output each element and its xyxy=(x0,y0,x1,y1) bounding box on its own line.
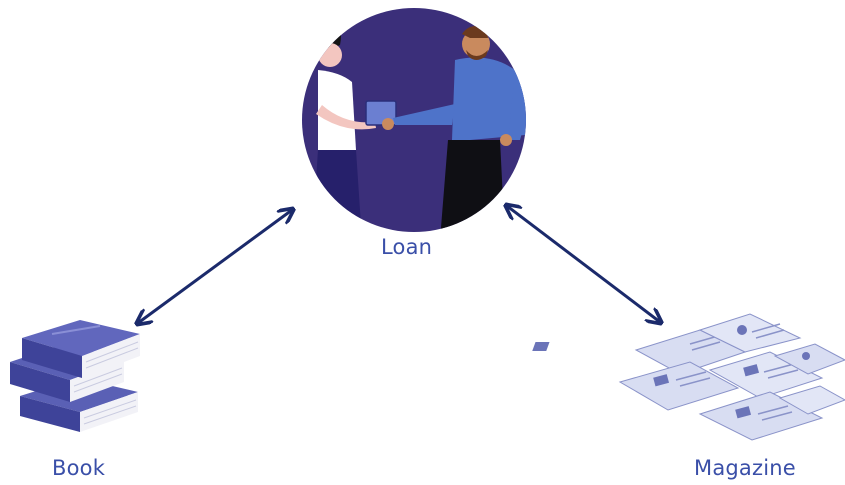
loan-handover-icon xyxy=(302,8,526,232)
magazine-pile-icon xyxy=(532,313,845,441)
magazine-5-icon xyxy=(773,343,845,375)
man-figure-icon xyxy=(382,26,526,232)
book-label: Book xyxy=(52,456,106,480)
relationship-arrow-book-loan xyxy=(138,210,292,323)
book-stack-icon xyxy=(10,320,140,432)
magazine-4-icon xyxy=(708,351,824,399)
magazine-label: Magazine xyxy=(694,456,796,480)
magazine-3-icon xyxy=(618,361,740,411)
magazine-2-icon xyxy=(698,313,802,353)
relationship-arrow-loan-magazine xyxy=(507,206,660,322)
loan-label: Loan xyxy=(381,235,433,259)
magazine-7-icon xyxy=(778,385,845,415)
book-top-icon xyxy=(22,320,140,378)
